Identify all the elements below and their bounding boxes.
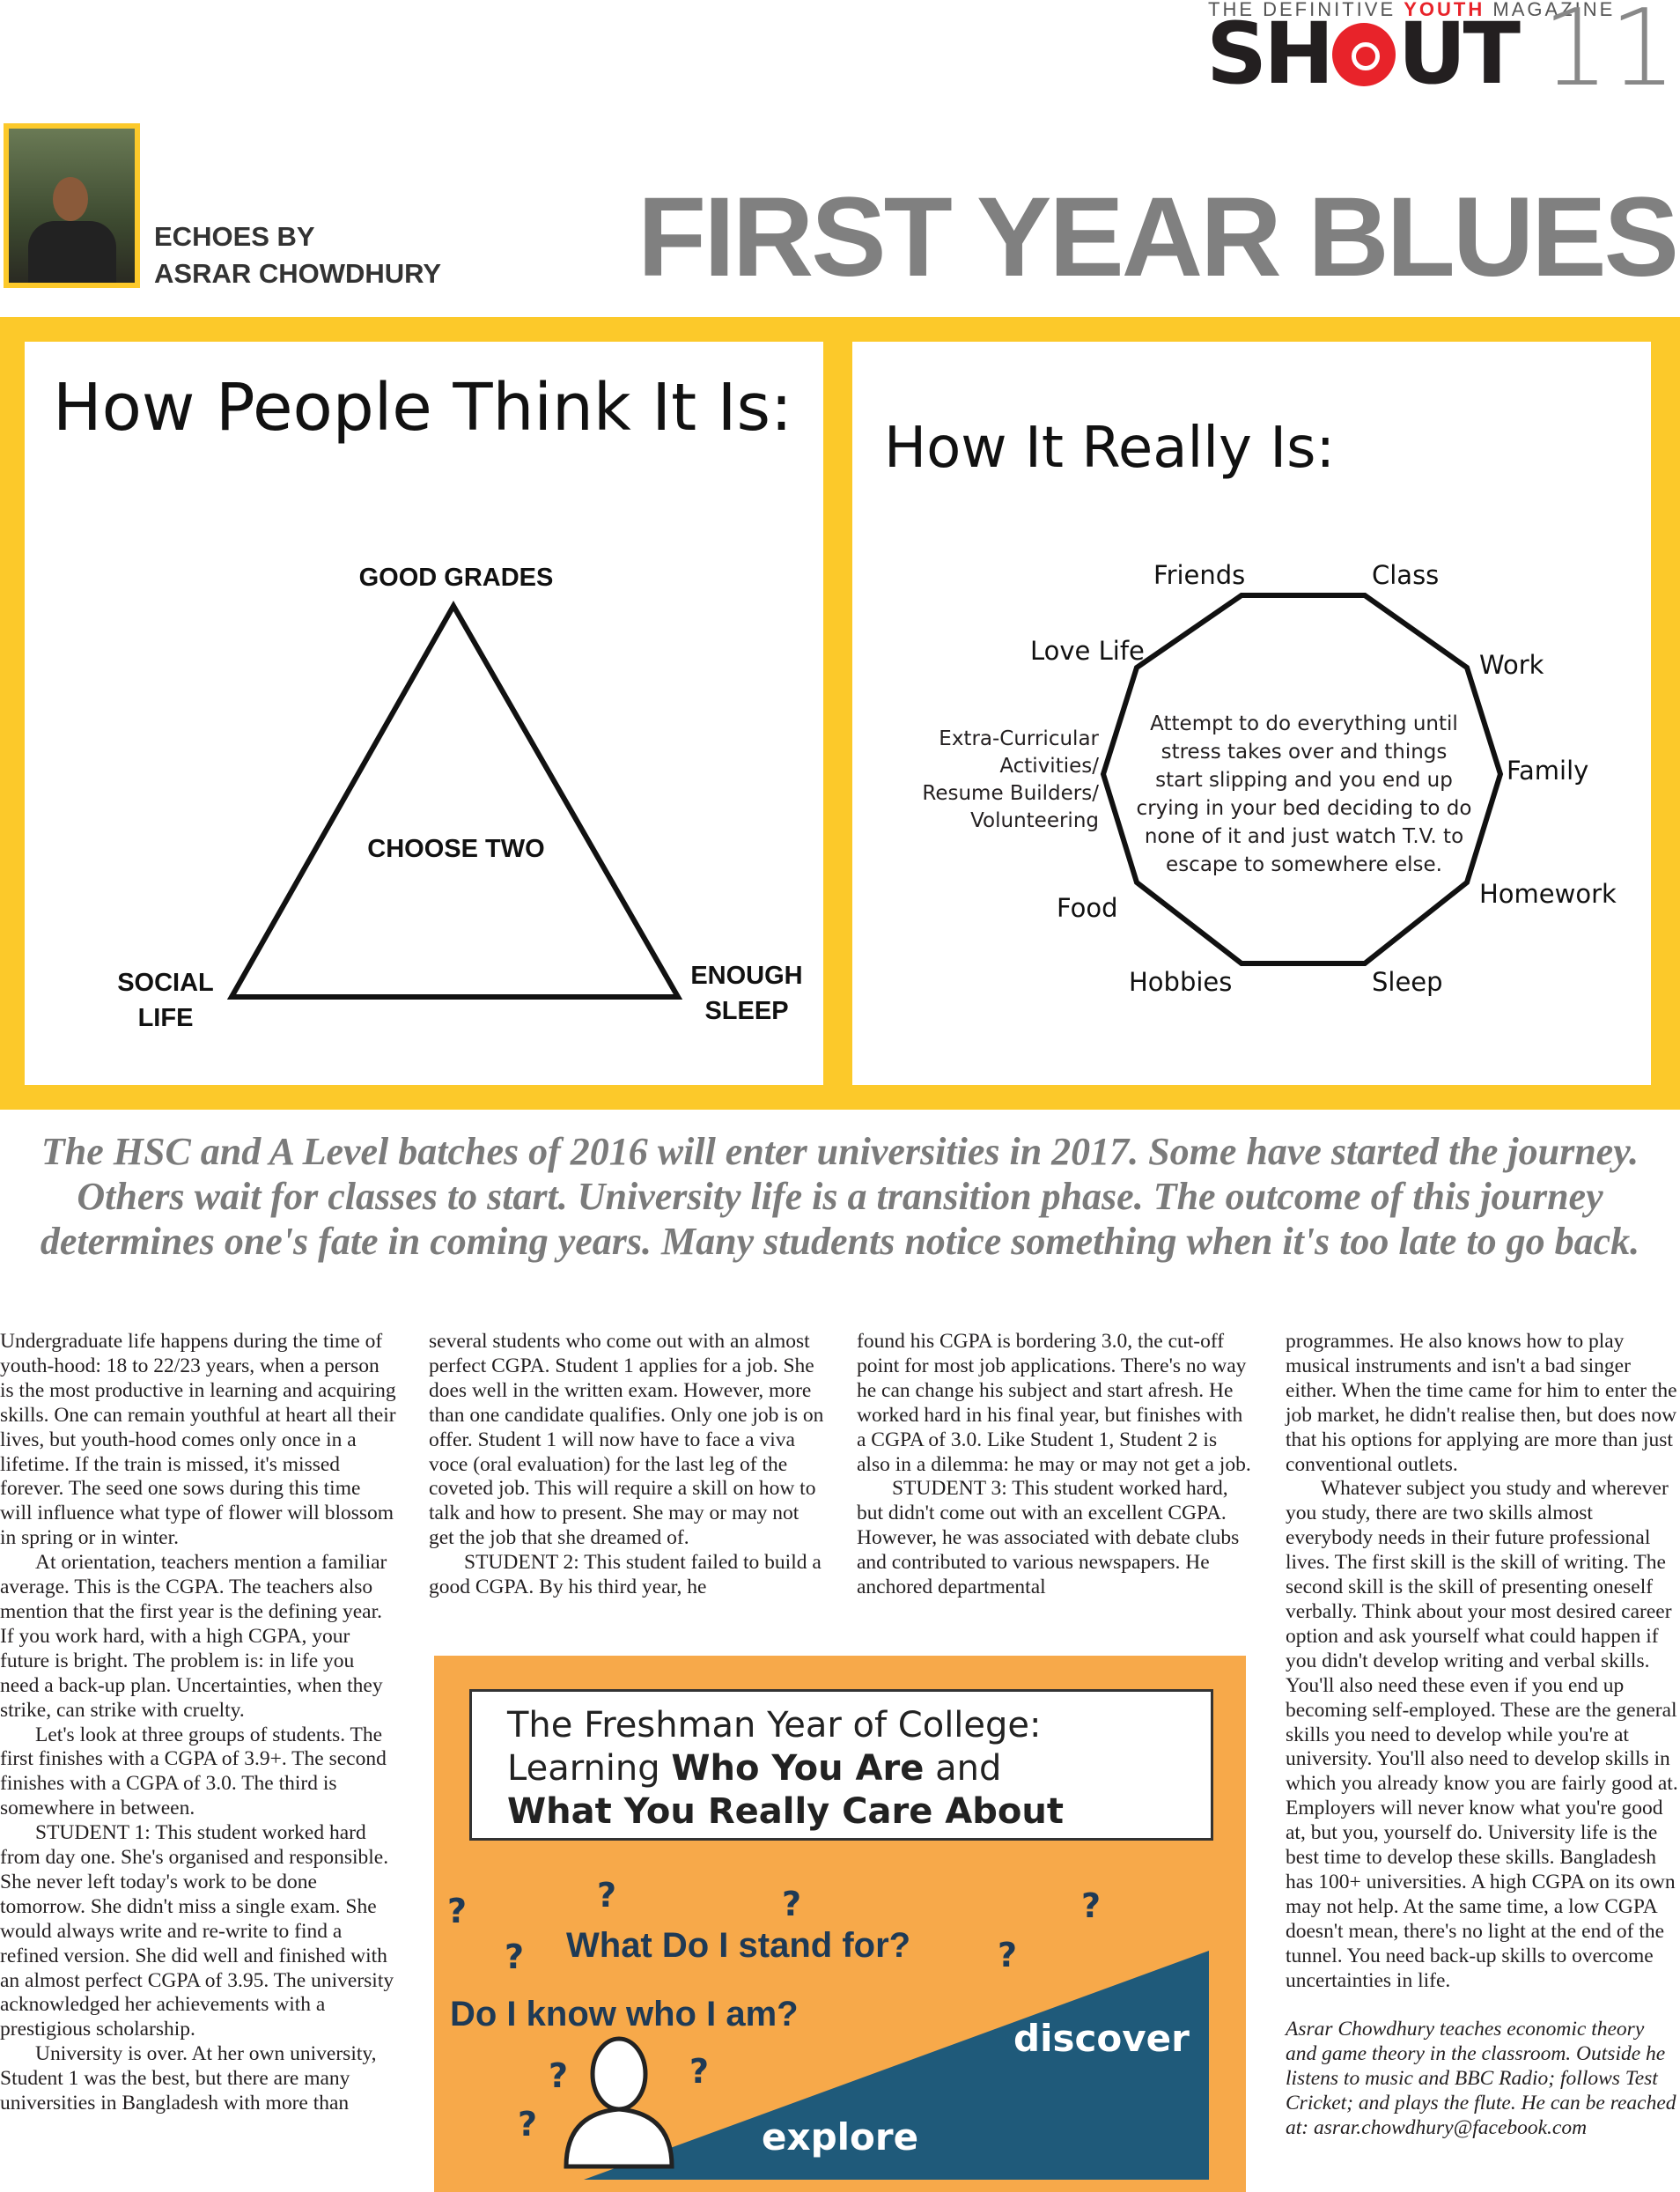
- logo-target-icon: [1332, 23, 1396, 86]
- paragraph: University is over. At her own universit…: [0, 2042, 377, 2115]
- diagram-title: How It Really Is:: [884, 416, 1336, 481]
- paragraph: programmes. He also knows how to play mu…: [1286, 1330, 1677, 1476]
- growth-triangle: [564, 1951, 1209, 2180]
- label-choose-two: CHOOSE TWO: [367, 835, 545, 863]
- label-homework: Homework: [1479, 879, 1617, 909]
- question-mark-icon: ?: [549, 2056, 569, 2095]
- question-mark-icon: ?: [597, 1876, 617, 1915]
- paragraph: found his CGPA is bordering 3.0, the cut…: [857, 1330, 1251, 1476]
- decagon-center-text: Attempt to do everything until stress ta…: [1136, 712, 1472, 876]
- label-hobbies: Hobbies: [1129, 967, 1233, 997]
- decagon-shape: [1100, 593, 1504, 966]
- article-title: FIRST YEAR BLUES: [637, 174, 1679, 300]
- question-mark-icon: ?: [518, 2105, 538, 2144]
- label-explore: explore: [762, 2115, 919, 2159]
- body-column-1: Undergraduate life happens during the ti…: [0, 1330, 396, 2116]
- paragraph: several students who come out with an al…: [429, 1330, 824, 1550]
- question-mark-icon: ?: [505, 1937, 525, 1976]
- question-do-i-know-who-i-am: Do I know who I am?: [450, 1995, 799, 2033]
- label-good-grades: GOOD GRADES: [358, 564, 554, 592]
- body-column-2: several students who come out with an al…: [429, 1330, 825, 1600]
- paragraph: STUDENT 3: This student worked hard, but…: [857, 1477, 1240, 1599]
- label-family: Family: [1507, 756, 1589, 786]
- paragraph: STUDENT 2: This student failed to build …: [429, 1551, 822, 1599]
- question-what-do-i-stand-for: What Do I stand for?: [566, 1926, 911, 1965]
- triangle-shape: [226, 600, 683, 1000]
- label-food: Food: [1057, 893, 1118, 923]
- label-love-life: Love Life: [1030, 636, 1145, 666]
- label-discover: discover: [1013, 2017, 1190, 2060]
- body-column-4: programmes. He also knows how to play mu…: [1286, 1330, 1680, 2141]
- article-deck: The HSC and A Level batches of 2016 will…: [40, 1130, 1640, 1263]
- page-number: 11: [1542, 0, 1676, 110]
- question-mark-icon: ?: [447, 1892, 468, 1930]
- body-column-3: found his CGPA is bordering 3.0, the cut…: [857, 1330, 1253, 1600]
- label-class: Class: [1372, 560, 1440, 590]
- diagram-how-it-really-is: How It Really Is: Friends Class Work Fam…: [852, 342, 1651, 1085]
- magazine-tagline: THE DEFINITIVE YOUTH MAGAZINE: [1208, 0, 1616, 20]
- question-mark-icon: ?: [689, 2052, 710, 2091]
- label-friends: Friends: [1153, 560, 1246, 590]
- paragraph: At orientation, teachers mention a famil…: [0, 1551, 387, 1722]
- question-mark-icon: ?: [998, 1936, 1018, 1974]
- paragraph: Whatever subject you study and wherever …: [1286, 1477, 1678, 1992]
- diagram-how-people-think: How People Think It Is: GOOD GRADES CHOO…: [25, 342, 823, 1085]
- author-bio: Asrar Chowdhury teaches economic theory …: [1286, 2018, 1676, 2140]
- author-photo: [4, 123, 140, 288]
- label-work: Work: [1479, 650, 1544, 680]
- question-mark-icon: ?: [1081, 1886, 1102, 1925]
- paragraph: Undergraduate life happens during the ti…: [0, 1330, 396, 1550]
- infographic-heading: The Freshman Year of College: Learning W…: [469, 1689, 1213, 1841]
- person-icon: [564, 2036, 674, 2169]
- question-mark-icon: ?: [782, 1885, 802, 1923]
- label-sleep: Sleep: [1372, 967, 1443, 997]
- paragraph: Let's look at three groups of students. …: [0, 1723, 387, 1820]
- paragraph: STUDENT 1: This student worked hard from…: [0, 1821, 394, 2041]
- freshman-infographic: The Freshman Year of College: Learning W…: [434, 1656, 1246, 2192]
- diagram-title: How People Think It Is:: [53, 370, 792, 446]
